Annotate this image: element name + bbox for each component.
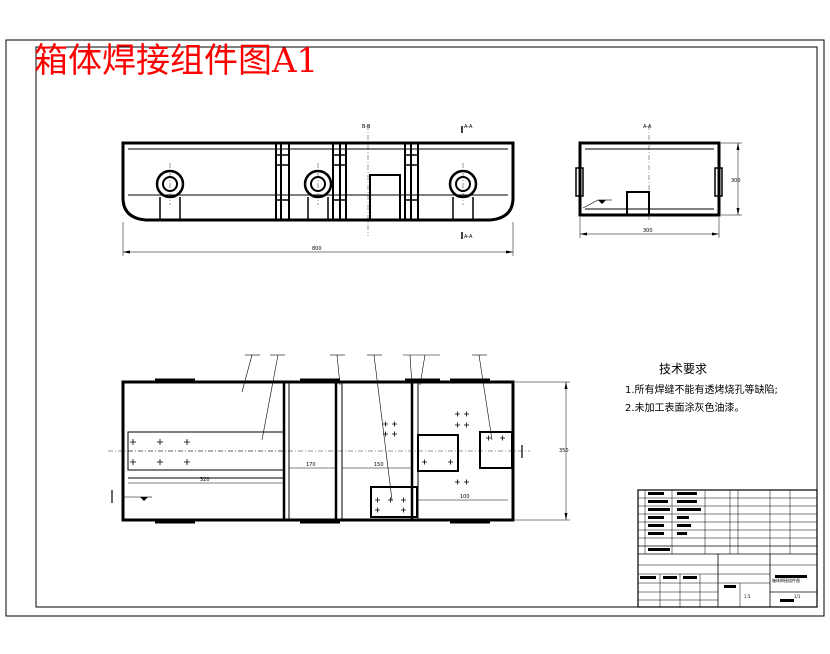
plan-height-dimension: 350 [559,448,569,454]
plan-dimension-c: 150 [374,462,384,468]
plan-fastener-marks [130,411,505,513]
drawing-title: 箱体焊接组件图A1 [34,41,318,81]
section-mark-a-bottom: A-A [464,234,473,240]
front-view-label: B-B [362,124,371,130]
section-mark-a-top: A-A [464,124,473,130]
plan-dimension-b: 170 [306,462,316,468]
note-item-2: 2.未加工表面涂灰色油漆。 [625,401,745,414]
title-block-scale: 1:5 [744,594,751,599]
front-length-dimension: 800 [312,246,322,252]
plan-dimension-d: 100 [460,494,470,500]
inner-border [35,46,818,608]
plan-view [108,354,570,524]
title-block-sheet: 1/1 [794,594,801,599]
title-block [637,489,818,608]
side-view [575,125,742,238]
notes-heading: 技术要求 [659,362,707,376]
side-view-label: A-A [643,124,652,130]
outer-border [5,39,825,617]
plan-dimension-a: 320 [200,477,210,483]
title-block-drawing-name: 箱体焊接组件图 [772,577,800,583]
note-item-1: 1.所有焊缝不能有透烤烧孔等缺陷; [625,383,778,396]
front-view [121,125,515,256]
side-height-dimension: 300 [731,178,741,184]
side-width-dimension: 300 [643,228,653,234]
